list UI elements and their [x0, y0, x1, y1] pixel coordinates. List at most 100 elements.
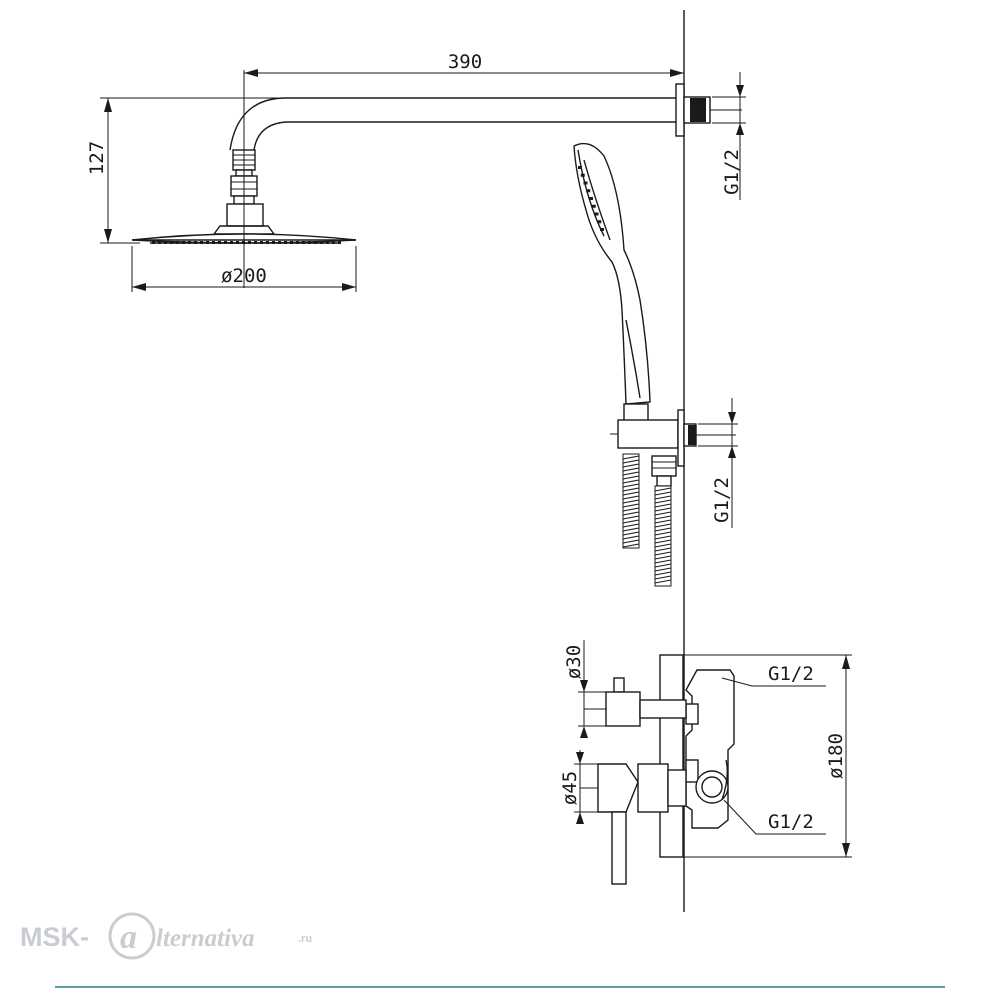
nozzle [206, 241, 209, 244]
hose-hatch-line [654, 579, 672, 584]
nozzle [320, 241, 323, 244]
nozzle [248, 241, 251, 244]
dim-knob-diameter: ø30 [563, 640, 606, 738]
hose-hatch-line [654, 487, 672, 492]
hand-nozzle [600, 228, 604, 231]
nozzle [170, 241, 173, 244]
hose-hatch-line [622, 519, 640, 524]
hose-hatch-line [654, 535, 672, 540]
hose-hatch-line [654, 523, 672, 528]
hose-hatch-line [622, 487, 640, 492]
hose-hatch-line [622, 535, 640, 540]
nozzle [296, 241, 299, 244]
nozzle [212, 241, 215, 244]
svg-text:lternativa: lternativa [156, 925, 255, 952]
hose-hatch-line [622, 471, 640, 476]
watermark-circle-icon [108, 912, 156, 960]
nozzle [164, 241, 167, 244]
hose-hatch-line [654, 543, 672, 548]
hose-hatch-line [654, 527, 672, 532]
svg-text:MSK-: MSK- [20, 922, 89, 952]
hose-hatch-line [622, 467, 640, 472]
hand-nozzle [591, 204, 596, 208]
hose-hatch-line [622, 507, 640, 512]
diverter-knob [584, 677, 687, 727]
hose-hatch-line [654, 515, 672, 520]
nozzle [284, 241, 287, 244]
hose-hatch-line [622, 523, 640, 528]
hose-hatch-line [622, 539, 640, 544]
hose-hatch-line [654, 495, 672, 500]
dim-lever-diameter-label: ø45 [559, 771, 581, 805]
dim-top-thread: G1/2 [712, 72, 746, 200]
nozzle [200, 241, 203, 244]
nozzle [260, 241, 263, 244]
hose-hatch-line [622, 511, 640, 516]
hand-shower [573, 142, 651, 405]
nozzle [308, 241, 311, 244]
hand-nozzle [597, 220, 602, 224]
dim-plate-diameter-label: ø180 [825, 733, 847, 779]
dim-arm-drop: 127 [86, 97, 284, 244]
hand-nozzle [578, 166, 582, 169]
leader-inlet-top: G1/2 [721, 663, 826, 687]
nozzle [230, 241, 233, 244]
dim-outlet-thread: G1/2 [698, 398, 738, 528]
hose-hatch-line [654, 575, 672, 580]
nozzle [290, 241, 293, 244]
shower-arm [229, 83, 742, 151]
watermark-logo: MSK- a lternativa .ru [20, 912, 312, 960]
nozzle [302, 241, 305, 244]
hand-nozzle [594, 212, 599, 216]
nozzle [182, 241, 185, 244]
leader-inlet-top-label: G1/2 [768, 663, 814, 685]
nozzle [278, 241, 281, 244]
dim-arm-drop-label: 127 [86, 141, 108, 175]
hose-hatch-line [622, 531, 640, 536]
dim-arm-length-label: 390 [448, 51, 482, 73]
dim-head-diameter-label: ø200 [221, 265, 267, 287]
leader-inlet-bottom: G1/2 [723, 799, 826, 835]
mixer-lever [580, 763, 687, 885]
nozzle [218, 241, 221, 244]
hose-hatch-line [622, 479, 640, 484]
hose-hatch-line [622, 483, 640, 488]
hose-hatch-line [622, 527, 640, 532]
nozzle [254, 241, 257, 244]
dim-top-thread-label: G1/2 [721, 149, 743, 195]
svg-text:.ru: .ru [298, 933, 312, 945]
nozzle [332, 241, 335, 244]
concealed-mixer [659, 654, 735, 858]
hose-hatch-line [622, 503, 640, 508]
hose-hatch-line [654, 571, 672, 576]
dim-head-diameter: ø200 [131, 246, 357, 292]
hose-hatch-line [622, 463, 640, 468]
nozzle [314, 241, 317, 244]
hose-hatch-line [654, 491, 672, 496]
hose-hatch-line [622, 495, 640, 500]
svg-text:a: a [120, 919, 137, 956]
hose-hatch-line [654, 551, 672, 556]
hose-hatch-line [654, 547, 672, 552]
nozzle [158, 241, 161, 244]
hose-hatch-line [654, 531, 672, 536]
nozzle [338, 241, 341, 244]
nozzle [266, 241, 269, 244]
hose-hatch-line [654, 519, 672, 524]
dim-knob-diameter-label: ø30 [563, 645, 585, 679]
dim-lever-diameter: ø45 [559, 750, 598, 824]
nozzle [326, 241, 329, 244]
nozzle [152, 241, 155, 244]
nozzle [224, 241, 227, 244]
hose-hatch-line [654, 499, 672, 504]
hand-nozzle [580, 173, 585, 177]
hand-nozzle [583, 181, 588, 185]
hose-hatch-line [622, 491, 640, 496]
shower-hoses [622, 453, 672, 587]
hand-nozzle [586, 189, 591, 193]
nozzle [176, 241, 179, 244]
dim-outlet-thread-label: G1/2 [711, 477, 733, 523]
dim-plate-diameter: ø180 [684, 654, 852, 858]
hose-hatch-line [622, 543, 640, 548]
